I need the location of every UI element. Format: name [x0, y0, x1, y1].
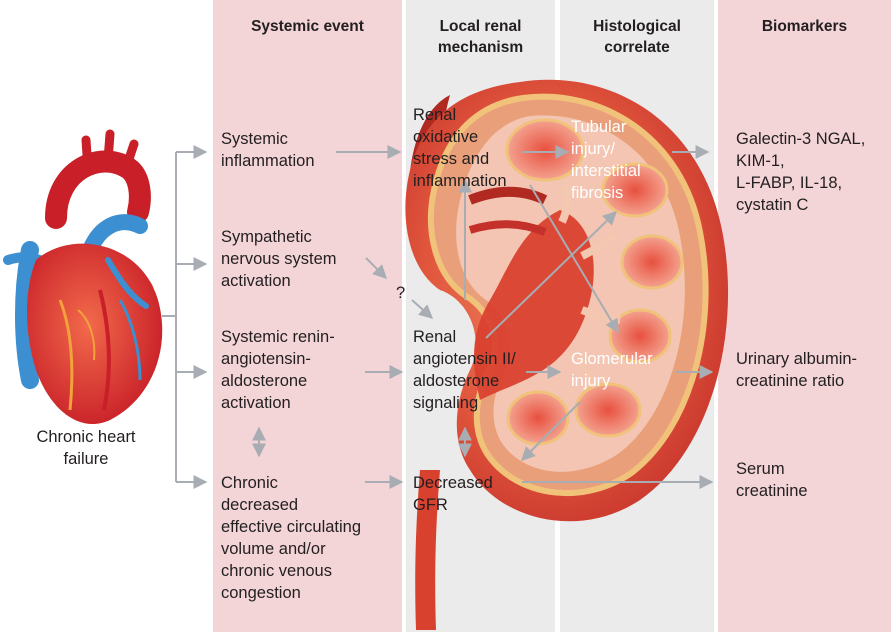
- biomarker-tubular-panel: Galectin-3 NGAL, KIM-1, L-FABP, IL-18, c…: [736, 128, 865, 216]
- header-local-renal-mechanism: Local renal mechanism: [406, 16, 555, 58]
- local-mechanism-angiotensin-signaling: Renal angiotensin II/ aldosterone signal…: [413, 326, 516, 414]
- histology-tubular-injury: Tubular injury/ interstitial fibrosis: [571, 116, 641, 204]
- heart-illustration: [8, 134, 162, 424]
- biomarker-urinary-albumin-creatinine: Urinary albumin- creatinine ratio: [736, 348, 857, 392]
- biomarker-serum-creatinine: Serum creatinine: [736, 458, 808, 502]
- systemic-event-inflammation: Systemic inflammation: [221, 128, 315, 172]
- arrow-sympathetic-to-question: [366, 258, 386, 278]
- systemic-event-volume-congestion: Chronic decreased effective circulating …: [221, 472, 361, 604]
- arrow-question-to-angiotensin: [412, 300, 432, 318]
- header-histological-correlate: Histological correlate: [560, 16, 714, 58]
- local-mechanism-decreased-gfr: Decreased GFR: [413, 472, 493, 516]
- systemic-event-raas: Systemic renin- angiotensin- aldosterone…: [221, 326, 335, 414]
- histology-glomerular-injury: Glomerular injury: [571, 348, 653, 392]
- uncertain-link-marker: ?: [396, 282, 405, 304]
- heart-label: Chronic heart failure: [8, 426, 164, 470]
- local-mechanism-oxidative-stress: Renal oxidative stress and inflammation: [413, 104, 507, 192]
- header-biomarkers: Biomarkers: [718, 16, 891, 37]
- header-systemic-event: Systemic event: [213, 16, 402, 37]
- systemic-event-sympathetic: Sympathetic nervous system activation: [221, 226, 337, 292]
